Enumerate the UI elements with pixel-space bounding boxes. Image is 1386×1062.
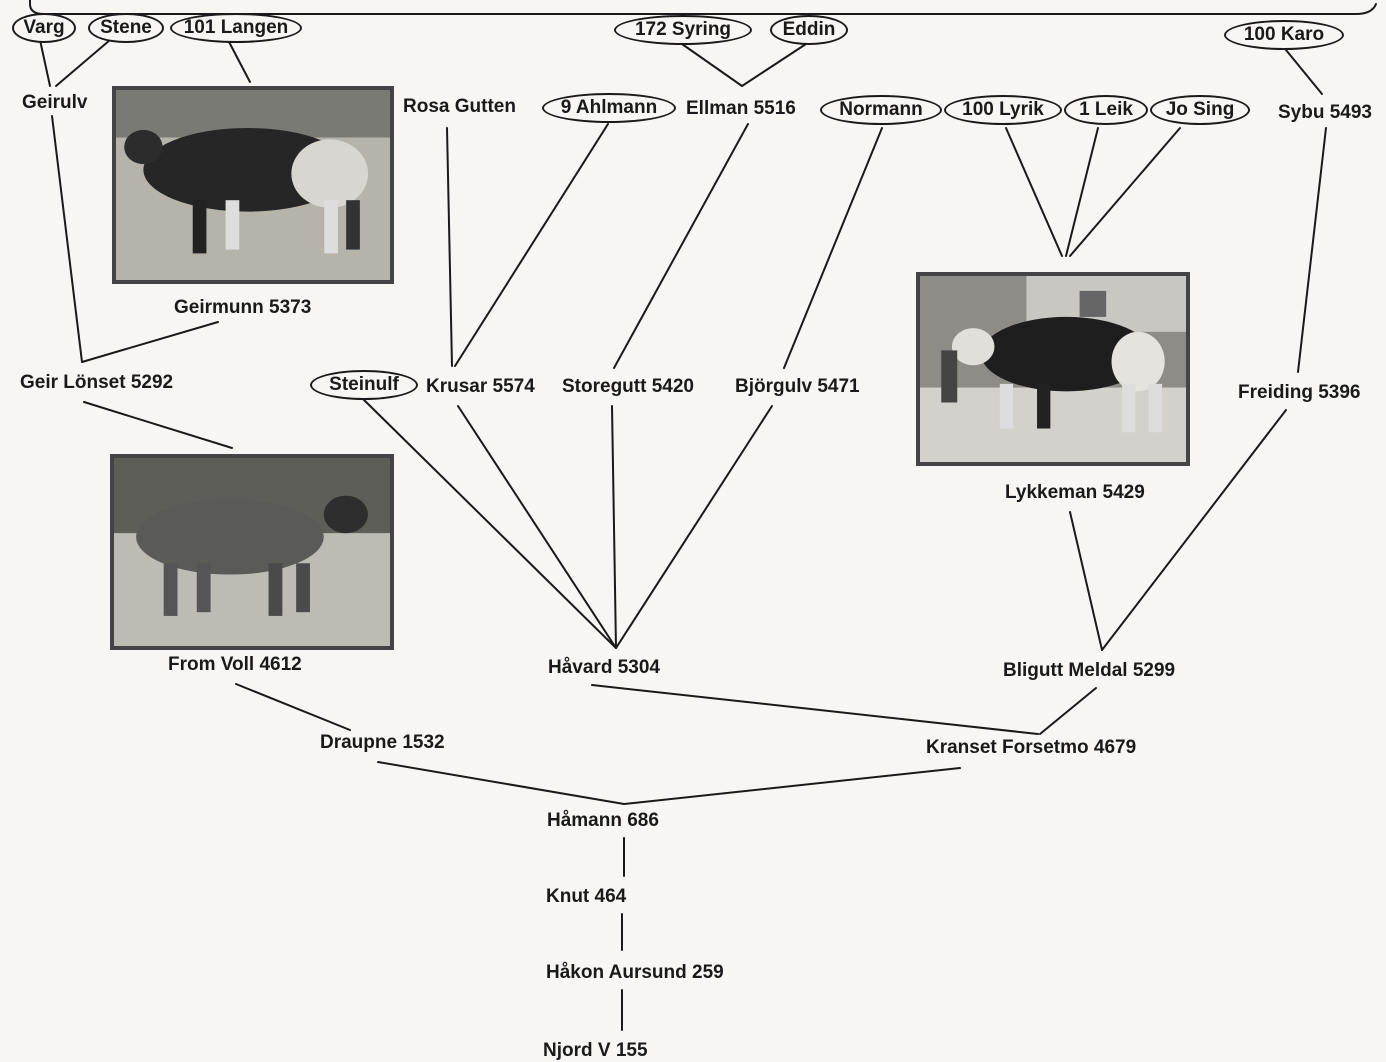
edge-ellman-storegutt: [613, 123, 749, 369]
edge-steinulf-havard: [361, 397, 617, 649]
pedigree-node-lyrik: 100 Lyrik: [944, 95, 1062, 125]
pedigree-node-storegutt: Storegutt 5420: [562, 376, 694, 397]
edge-langen-geirmunn: [227, 39, 251, 83]
edge-karo-sybu: [1285, 49, 1323, 95]
edge-sybu-freiding: [1297, 127, 1327, 373]
edge-geirmunn-geirlonset: [81, 321, 219, 363]
pedigree-node-hakon: Håkon Aursund 259: [546, 962, 724, 983]
pedigree-node-rosa-gutten: Rosa Gutten: [403, 96, 516, 117]
edge-kranset-hamann: [623, 767, 961, 805]
edge-geirlonset-fromvoll: [83, 401, 233, 449]
edge-ahlmann-krusar: [454, 123, 609, 367]
edge-havard-kranset: [591, 684, 1039, 735]
pedigree-node-krusar: Krusar 5574: [426, 376, 535, 397]
pedigree-node-lykkeman: Lykkeman 5429: [1005, 482, 1145, 503]
pedigree-node-geirulv: Geirulv: [22, 92, 88, 113]
pedigree-node-draupne: Draupne 1532: [320, 732, 445, 753]
edge-leik-lykkeman: [1065, 127, 1099, 257]
pedigree-node-varg: Varg: [12, 13, 76, 43]
edge-fromvoll-draupne: [235, 683, 351, 731]
pedigree-node-from-voll: From Voll 4612: [168, 654, 302, 675]
pedigree-node-karo: 100 Karo: [1224, 20, 1344, 50]
pedigree-node-ellman: Ellman 5516: [686, 98, 796, 119]
edge-bjorgulv-havard: [615, 405, 773, 649]
pedigree-node-bligutt: Bligutt Meldal 5299: [1003, 660, 1176, 681]
pedigree-node-njord: Njord V 155: [543, 1040, 648, 1061]
edge-rosagutten-krusar: [446, 127, 453, 367]
edge-syring-ellman: [681, 43, 743, 87]
edge-eddin-ellman: [741, 43, 807, 87]
edge-lykkeman-bligutt: [1069, 511, 1103, 651]
pedigree-node-geirmunn: Geirmunn 5373: [174, 297, 312, 318]
pedigree-node-langen: 101 Langen: [170, 13, 302, 43]
pedigree-node-freiding: Freiding 5396: [1238, 382, 1361, 403]
pedigree-node-sybu: Sybu 5493: [1278, 102, 1372, 123]
pedigree-node-geir-lonset: Geir Lönset 5292: [20, 372, 174, 393]
pedigree-node-jo-sing: Jo Sing: [1150, 95, 1250, 125]
pedigree-node-steinulf: Steinulf: [310, 370, 418, 400]
lykkeman-photo: [916, 272, 1190, 466]
pedigree-node-eddin: Eddin: [770, 15, 848, 45]
pedigree-node-syring: 172 Syring: [614, 15, 752, 45]
edge-stene-geirulv: [55, 39, 111, 87]
edge-lyrik-lykkeman: [1005, 127, 1063, 257]
edge-normann-bjorgulv: [783, 127, 883, 369]
edge-varg-geirulv: [39, 39, 51, 87]
edge-freiding-bligutt: [1101, 409, 1287, 651]
edge-draupne-hamann: [377, 761, 625, 805]
pedigree-node-normann: Normann: [820, 95, 942, 125]
pedigree-node-hamann: Håmann 686: [547, 810, 659, 831]
geirmunn-photo: [112, 86, 394, 284]
edge-josing-lykkeman: [1069, 127, 1181, 257]
from-voll-photo: [110, 454, 394, 650]
banner-border: [29, 0, 1377, 15]
edge-krusar-havard: [457, 405, 617, 649]
pedigree-node-bjorgulv: Björgulv 5471: [735, 376, 860, 397]
pedigree-node-kranset: Kranset Forsetmo 4679: [926, 737, 1137, 758]
edge-geirulv-geirlonset: [51, 115, 83, 363]
pedigree-node-stene: Stene: [88, 13, 164, 43]
pedigree-node-ahlmann: 9 Ahlmann: [542, 93, 676, 123]
edge-storegutt-havard: [611, 405, 617, 649]
pedigree-node-havard: Håvard 5304: [548, 657, 660, 678]
pedigree-node-knut: Knut 464: [546, 886, 627, 907]
edge-bligutt-kranset: [1039, 687, 1097, 735]
pedigree-node-leik: 1 Leik: [1064, 95, 1148, 125]
